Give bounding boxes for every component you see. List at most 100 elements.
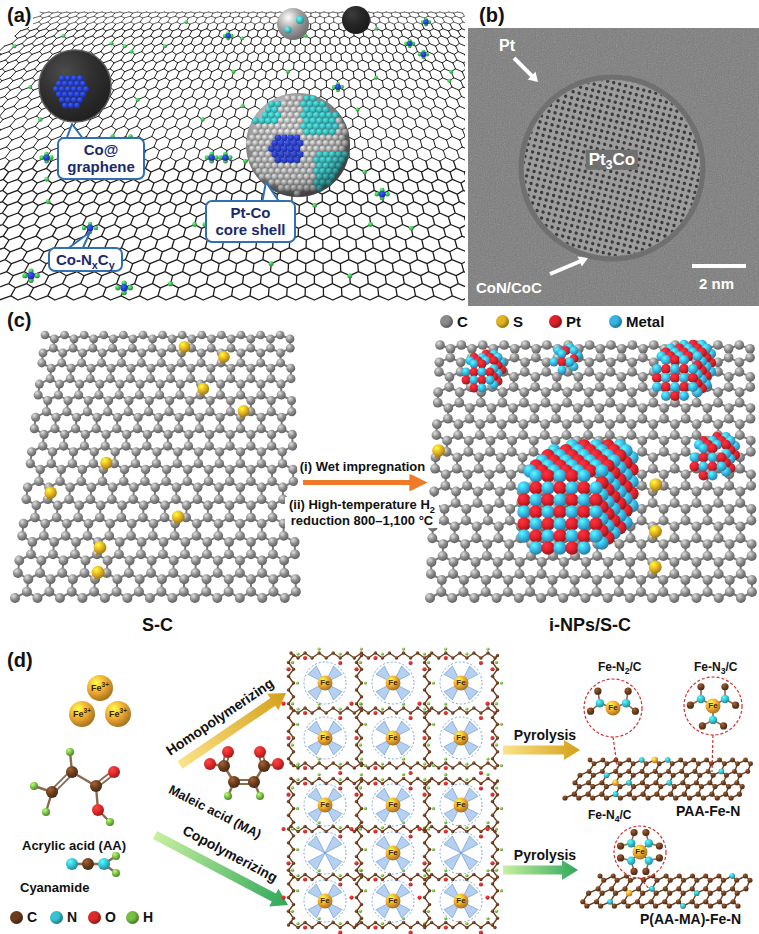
tem-image-part-part-part <box>679 91 683 95</box>
sulfur-doped-carbon-sheet-part <box>188 335 197 344</box>
tem-image-part-part-part <box>736 118 740 122</box>
tem-image-part-part-part <box>679 296 683 300</box>
sulfur-doped-carbon-sheet-part <box>205 430 214 439</box>
tem-image-part-part-part <box>556 175 560 179</box>
tem-image-part-part-part <box>494 243 498 247</box>
tem-image-part-part-part <box>536 151 540 155</box>
tem-image-part-part-part <box>597 115 601 119</box>
tem-image-part-part-part <box>570 45 574 49</box>
tem-image-part-part-part <box>657 284 661 288</box>
tem-image-part-part-part <box>574 205 578 209</box>
tem-image-part-part-part <box>642 165 646 169</box>
tem-image-part-part-part <box>663 132 667 136</box>
tem-image-part-part-part <box>517 153 521 157</box>
sulfur-doped-carbon-sheet-part <box>27 447 36 456</box>
sulfur-doped-carbon-sheet-part <box>108 344 117 353</box>
sulfur-doped-carbon-sheet-part <box>78 465 87 474</box>
tem-image-part-part-part <box>711 195 715 199</box>
sulfur-doped-carbon-sheet-part <box>163 441 172 450</box>
tem-image-part-part-part <box>512 120 516 124</box>
sulfur-doped-carbon-sheet-part <box>55 477 64 486</box>
tem-image-part-part-part <box>613 202 617 206</box>
tem-image-part-part-part <box>514 88 518 92</box>
tem-image-part-part-part <box>655 290 659 294</box>
sulfur-doped-carbon-sheet-part <box>246 465 255 474</box>
tem-image-part-part-part <box>567 184 571 188</box>
tem-image-part-part-part <box>670 178 674 182</box>
tem-image-part-part-part <box>627 225 631 229</box>
sulfur-doped-carbon-sheet-part <box>96 501 106 511</box>
tem-image-part-part-part <box>499 174 503 178</box>
tem-image-part-part-part <box>564 120 568 124</box>
sulfur-doped-carbon-sheet-part <box>99 331 108 340</box>
tem-image-part-part-part <box>676 180 680 184</box>
tem-image-part-part-part <box>702 231 706 235</box>
tem-image-part-part-part <box>523 231 527 235</box>
tem-image-part-part-part <box>715 177 719 181</box>
tem-image-part-part-part <box>497 231 501 235</box>
tem-image-part-part-part <box>733 130 737 134</box>
tem-image-part-part-part <box>678 97 682 101</box>
tem-image-part-part-part <box>592 57 596 61</box>
tem-image-part-part-part <box>509 183 513 187</box>
sulfur-doped-carbon-sheet-part <box>144 407 153 416</box>
tem-image-part-part-part <box>625 231 629 235</box>
tem-image-part-part-part <box>553 239 557 243</box>
tem-image-part-part-part <box>576 225 580 229</box>
tem-image-part-part-part <box>543 178 547 182</box>
sulfur-doped-carbon-sheet-part <box>128 344 137 353</box>
tem-image-part-part-part <box>735 99 739 103</box>
sulfur-doped-carbon-sheet-part <box>152 447 161 456</box>
tem-image-part-part-part <box>652 123 656 127</box>
tem-image-part-part-part <box>517 76 521 80</box>
tem-image-part-part-part <box>703 123 707 127</box>
sulfur-doped-carbon-sheet-part <box>167 344 176 353</box>
tem-image-part-part-part <box>655 238 659 242</box>
tem-image-part-part-part <box>697 223 701 227</box>
tem-image-part-part-part <box>616 242 620 246</box>
tem-image-part-part-part <box>673 217 677 221</box>
sulfur-doped-carbon-sheet-part <box>277 424 286 433</box>
tem-image-part-part-part <box>496 212 500 216</box>
tem-image-part-part-part <box>576 199 580 203</box>
sulfur-doped-carbon-sheet-part <box>217 331 226 340</box>
tem-image-part-part-part <box>588 100 592 104</box>
tem-image-part-part-part <box>696 229 700 233</box>
tem-image-part-part-part <box>625 282 629 286</box>
tem-image-part-part-part <box>565 165 569 169</box>
dopant-site-part <box>335 84 341 90</box>
tem-image-part-part-part <box>714 157 718 161</box>
tem-image-part-part-part <box>582 252 586 256</box>
tem-image-part-part-part <box>691 273 695 277</box>
tem-image-part-part-part <box>687 266 691 270</box>
tem-image-part-part-part <box>585 112 589 116</box>
tem-image-part-part-part <box>669 287 673 291</box>
tem-image-part-part-part <box>690 100 694 104</box>
tem-image-part-part-part <box>535 132 539 136</box>
tem-image-part-part-part <box>530 124 534 128</box>
sulfur-doped-carbon-sheet-part <box>66 374 75 383</box>
tem-image-part-part-part <box>574 52 578 56</box>
tem-image-part-part-part <box>517 178 521 182</box>
tem-image-part-part-part <box>494 218 498 222</box>
tem-image-part-part-part <box>574 129 578 133</box>
tem-image-part-part-part <box>479 227 483 231</box>
tem-image-part-part-part <box>669 82 673 86</box>
tem-image-part-part-part <box>666 69 670 73</box>
tem-image-part-part-part <box>570 147 574 151</box>
tem-image-part-part-part <box>613 100 617 104</box>
sulfur-doped-carbon-sheet-part <box>207 344 216 353</box>
tem-image-part-part-part <box>527 85 531 89</box>
dopant-site-part <box>46 199 51 204</box>
tem-image-part-part-part <box>637 81 641 85</box>
tem-image-part-part-part <box>700 160 704 164</box>
tem-image-part-part-part <box>709 124 713 128</box>
sulfur-doped-carbon-sheet-part <box>236 424 245 433</box>
tem-image-part-part-part <box>529 130 533 134</box>
tem-image-part-part-part <box>534 214 538 218</box>
tem-image-part-part-part <box>499 251 503 255</box>
tem-image-part-part-part <box>678 225 682 229</box>
tem-image-part-part-part <box>561 106 565 110</box>
tem-image-part-part-part <box>682 232 686 236</box>
tem-image-part-part-part <box>651 180 655 184</box>
